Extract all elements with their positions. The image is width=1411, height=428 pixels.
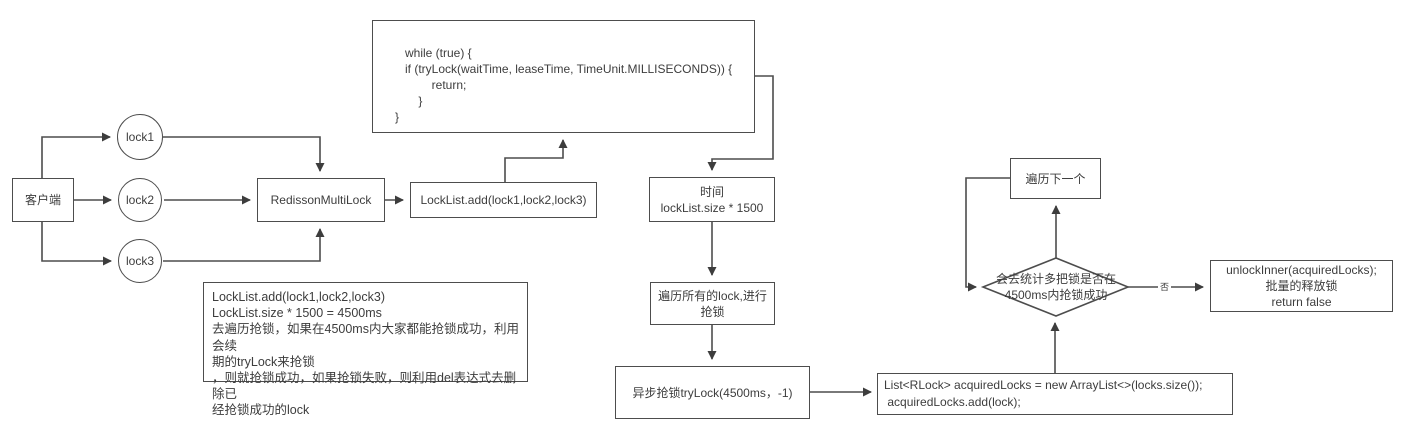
explanation-note-box: LockList.add(lock1,lock2,lock3) LockList… (203, 282, 528, 417)
next-iteration-box: 遍历下一个 (1010, 158, 1101, 199)
decision-diamond-label: 会去统计多把锁是否在 4500ms内抢锁成功 (966, 261, 1146, 313)
next-iteration-label: 遍历下一个 (1025, 171, 1086, 186)
time-box: 时间 lockList.size * 1500 (649, 177, 775, 222)
edge-client-to-lock3 (41, 222, 112, 266)
unlock-inner-box: unlockInner(acquiredLocks); 批量的释放锁 retur… (1210, 260, 1393, 312)
lock1-circle: lock1 (117, 114, 163, 160)
async-trylock-label: 异步抢锁tryLock(4500ms，-1) (632, 385, 793, 400)
lock1-label: lock1 (125, 130, 154, 144)
locklist-add-label: LockList.add(lock1,lock2,lock3) (420, 193, 587, 207)
acquired-locks-box: List<RLock> acquiredLocks = new ArrayLis… (877, 373, 1233, 415)
edge-lock1-to-multilock (163, 136, 325, 172)
lock2-circle: lock2 (118, 178, 162, 222)
iterate-locks-label: 遍历所有的lock,进行 抢锁 (658, 288, 767, 319)
iterate-locks-box: 遍历所有的lock,进行 抢锁 (650, 282, 775, 325)
edge-next-loop-to-decision (965, 177, 1010, 292)
edge-client-to-lock1 (41, 132, 111, 178)
while-trylock-code-text: while (true) { if (tryLock(waitTime, lea… (395, 46, 733, 124)
acquired-locks-text: List<RLock> acquiredLocks = new ArrayLis… (884, 378, 1203, 409)
while-trylock-code-box: while (true) { if (tryLock(waitTime, lea… (372, 20, 755, 133)
decision-text: 会去统计多把锁是否在 4500ms内抢锁成功 (995, 272, 1116, 302)
time-label: 时间 lockList.size * 1500 (660, 184, 764, 215)
explanation-note-text: LockList.add(lock1,lock2,lock3) LockList… (212, 290, 519, 418)
redisson-multilock-box: RedissonMultiLock (257, 178, 385, 222)
lock3-circle: lock3 (118, 239, 162, 283)
unlock-inner-text: unlockInner(acquiredLocks); 批量的释放锁 retur… (1226, 263, 1377, 309)
decision-diamond-shape (980, 257, 1131, 317)
lock2-label: lock2 (125, 193, 154, 207)
edge-lock3-to-multilock (163, 228, 325, 262)
locklist-add-box: LockList.add(lock1,lock2,lock3) (410, 182, 597, 218)
lock3-label: lock3 (125, 254, 154, 268)
edge-locklist-to-code (504, 139, 568, 182)
client-box: 客户端 (12, 178, 74, 222)
client-label: 客户端 (24, 193, 61, 207)
edge-label-no: 否 (1158, 280, 1172, 293)
redisson-multilock-label: RedissonMultiLock (270, 193, 372, 207)
edge-code-to-time (707, 75, 774, 171)
async-trylock-box: 异步抢锁tryLock(4500ms，-1) (615, 366, 810, 419)
